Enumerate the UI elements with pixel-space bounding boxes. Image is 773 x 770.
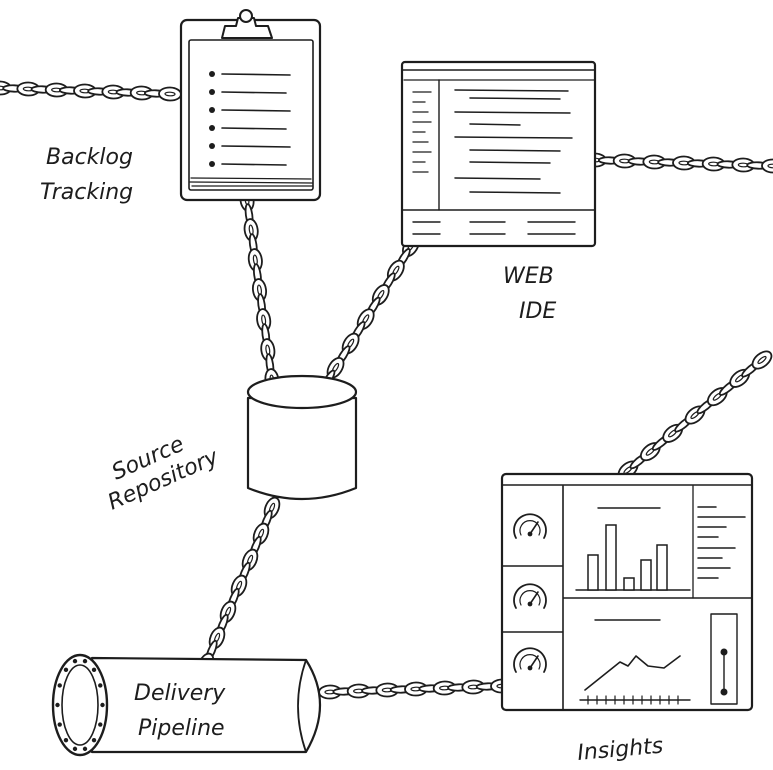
insights-dashboard-icon	[500, 472, 754, 712]
code-line	[454, 89, 569, 92]
code-line	[469, 123, 521, 126]
flange-bolt	[100, 702, 105, 708]
flange-bolt	[55, 702, 60, 708]
code-line	[469, 161, 551, 164]
text-line	[221, 73, 291, 76]
gauge-icon	[513, 647, 547, 673]
code-line	[454, 111, 571, 114]
backlog-tracking-label: Backlog Tracking	[40, 145, 133, 205]
web-ide-label: WEB IDE	[503, 264, 556, 324]
flange-bolt	[82, 746, 88, 752]
flange-bolt	[72, 658, 78, 664]
chain-backlog-to-source_repository	[239, 188, 280, 392]
bullet-dot	[209, 161, 215, 167]
bar	[640, 559, 652, 591]
code-line	[469, 97, 561, 100]
svg-text:IDE: IDE	[519, 299, 556, 324]
flange-bolt	[57, 683, 62, 688]
code-line	[469, 149, 561, 152]
chain-backlog-to-offscreen-left	[0, 80, 182, 102]
flange-bolt	[63, 737, 69, 743]
source-repository-label: Source Repository	[104, 432, 223, 516]
flange-bolt	[57, 722, 62, 727]
web-ide-window-icon	[400, 60, 597, 248]
bullet-dot	[209, 125, 215, 131]
chain-link	[158, 86, 182, 102]
gauge-icon	[513, 513, 547, 539]
text-line	[221, 145, 291, 148]
text-line	[221, 163, 287, 166]
source-repository-cylinder-icon	[246, 374, 358, 501]
flange-bolt	[82, 658, 88, 664]
chain-link	[761, 158, 773, 174]
bullet-dot	[209, 107, 215, 113]
flange-bolt	[91, 737, 97, 743]
bullet-dot	[209, 89, 215, 95]
flange-bolt	[98, 683, 103, 688]
bar	[605, 524, 617, 591]
code-line	[469, 191, 561, 194]
chain-delivery_pipeline-to-insights	[318, 678, 514, 700]
code-line	[454, 177, 541, 180]
chain-insights-to-offscreen-top-right	[617, 350, 773, 480]
bar	[587, 554, 599, 591]
backlog-clipboard-icon	[179, 9, 322, 202]
text-line	[221, 109, 291, 112]
flange-bolt	[98, 722, 103, 727]
svg-text:Delivery: Delivery	[134, 681, 226, 706]
text-line	[221, 127, 287, 130]
bar	[623, 577, 635, 591]
svg-text:Tracking: Tracking	[40, 180, 133, 205]
svg-text:Insights: Insights	[576, 734, 664, 766]
code-line	[454, 136, 573, 139]
bullet-dot	[209, 143, 215, 149]
chain-link	[751, 350, 773, 370]
chain-source_repository-to-delivery_pipeline	[197, 496, 281, 676]
svg-text:Pipeline: Pipeline	[138, 716, 225, 741]
svg-text:WEB: WEB	[503, 264, 554, 289]
svg-text:Backlog: Backlog	[46, 145, 133, 170]
flange-bolt	[63, 667, 69, 673]
delivery-pipeline-label: Delivery Pipeline	[134, 681, 226, 741]
bullet-dot	[209, 71, 215, 77]
flange-bolt	[72, 746, 78, 752]
flange-bolt	[91, 667, 97, 673]
gauge-icon	[513, 583, 547, 609]
chain-link-hole	[757, 355, 767, 365]
chain-web_ide-to-offscreen-right	[583, 152, 773, 174]
text-line	[221, 91, 287, 94]
delivery-pipeline-tube-icon	[51, 653, 321, 757]
chain-link-hole	[164, 91, 176, 97]
bar	[656, 544, 668, 591]
insights-label: Insights	[576, 734, 664, 766]
